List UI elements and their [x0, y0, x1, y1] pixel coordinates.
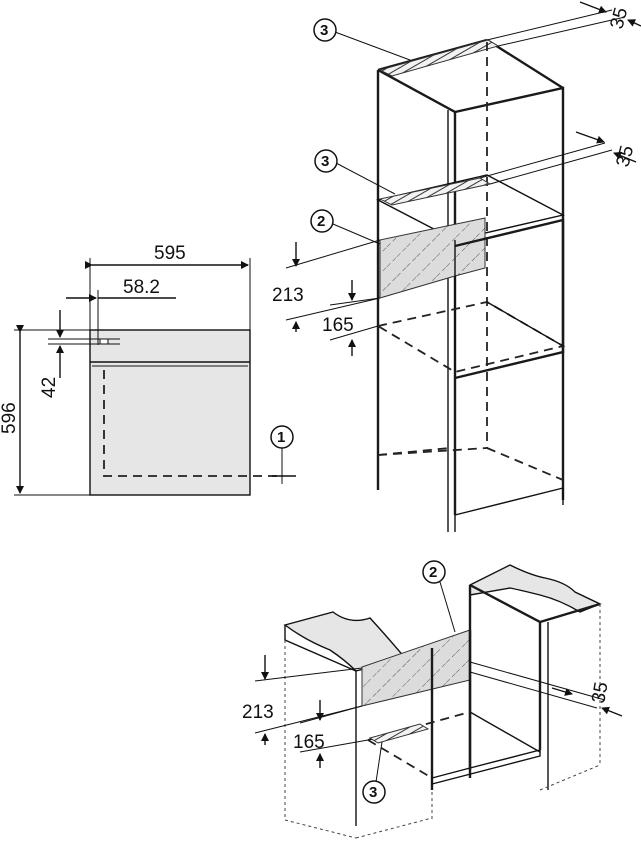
top-vent-dimension-label: 35 — [607, 5, 633, 31]
mid-vent-slot — [378, 177, 492, 206]
base-vent-slot — [368, 723, 430, 744]
base-niche-floor — [431, 749, 541, 785]
mid-shelf — [375, 174, 565, 241]
base-vent-dimension-label: 35 — [588, 680, 612, 704]
base-opening-dimension-label: 213 — [242, 702, 274, 723]
oven-front-view: 595 58.2 596 42 1 — [0, 243, 296, 496]
gap-dimension-label: 165 — [322, 315, 354, 336]
oven-door-latch — [99, 338, 109, 345]
callout-2-top-circle — [310, 209, 334, 233]
base-gap-dimension-label: 165 — [293, 732, 325, 753]
top-vent-slot — [378, 39, 500, 77]
connection-dashed-path — [103, 370, 278, 477]
offset-dimension-label: 58.2 — [123, 277, 160, 298]
right-worktop — [469, 564, 602, 613]
panel-dimension-label: 42 — [39, 377, 60, 398]
callout-3-top-label: 3 — [320, 22, 328, 39]
callout-3-mid-circle — [314, 149, 338, 173]
callout-2-bottom-label: 2 — [429, 564, 437, 581]
tall-housing-unit: 35 35 213 165 3 3 2 — [272, 1, 641, 532]
opening-dimension-label: 213 — [272, 285, 304, 306]
width-dimension-label: 595 — [154, 243, 186, 264]
lower-shelf — [375, 301, 566, 373]
height-dimension-label: 596 — [0, 402, 20, 434]
callout-3-bottom-label: 3 — [369, 784, 377, 801]
oven-front-body — [89, 329, 251, 496]
oven-niche-opening — [379, 217, 486, 299]
callout-1-label: 1 — [277, 429, 285, 446]
callout-2-bottom-circle — [422, 560, 446, 584]
mid-vent-dimension-label: 35 — [613, 143, 639, 169]
callout-1-circle — [270, 425, 294, 449]
base-housing-unit: 35 213 165 2 3 — [242, 560, 623, 839]
callout-2-top-label: 2 — [317, 213, 325, 230]
callout-3-top-circle — [313, 18, 337, 42]
callout-3-mid-label: 3 — [321, 153, 329, 170]
callout-3-bottom-circle — [362, 780, 386, 804]
